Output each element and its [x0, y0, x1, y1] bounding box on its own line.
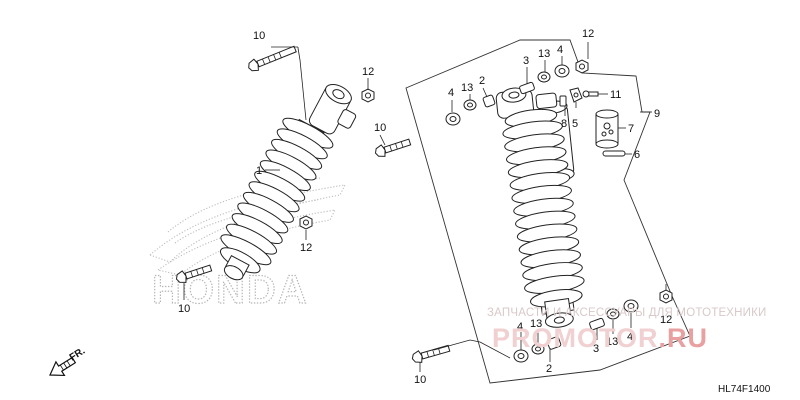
- callout-4-bottom-right: 4: [627, 331, 633, 343]
- callout-12-bottom-right: 12: [660, 314, 672, 326]
- diagram-code: HL74F1400: [718, 384, 771, 395]
- bolt-mid-left: [374, 138, 412, 157]
- callout-1: 1: [256, 165, 262, 177]
- front-arrow: FR.: [49, 346, 87, 377]
- retainer: [569, 87, 583, 103]
- bottom-spacer: [546, 336, 562, 350]
- callout-9: 9: [654, 108, 660, 120]
- nut-lower-left: [299, 215, 313, 230]
- callout-4-top-right: 4: [557, 44, 563, 56]
- bottom-washer-left: [513, 349, 529, 363]
- pin: [602, 150, 626, 157]
- top-dust-seal-right: [537, 71, 551, 83]
- watermark-logo-a: PRO: [492, 323, 554, 353]
- bottom-collar: [589, 317, 605, 331]
- callout-4-top: 4: [448, 87, 454, 99]
- callout-12-top-right: 12: [582, 28, 594, 40]
- nut-top-right: [575, 59, 589, 74]
- left-shock-assembly: [175, 45, 375, 283]
- bolt-bottom: [411, 344, 451, 363]
- top-dust-seal-left: [463, 99, 477, 111]
- nut-bottom-right: [659, 289, 673, 304]
- right-spring: [502, 108, 585, 328]
- callout-7: 7: [628, 123, 634, 135]
- callout-5: 5: [572, 118, 578, 130]
- bleed-screw: [582, 90, 599, 98]
- clip: [559, 95, 567, 107]
- callout-10-top: 10: [253, 30, 265, 42]
- right-shock-assembly: [374, 59, 673, 363]
- callout-4-bottom: 4: [517, 321, 523, 333]
- callout-13-top-left: 13: [461, 82, 473, 94]
- watermark-logo-b: MOTOR: [554, 323, 659, 353]
- watermark-tagline: ЗАПЧАСТИ И АКСЕССУАРЫ ДЛЯ МОТОТЕХНИКИ: [487, 307, 767, 319]
- callout-10-mid-left: 10: [374, 122, 386, 134]
- callout-13-bottom-right: 13: [606, 336, 618, 348]
- bottom-dust-seal-left: [531, 343, 545, 355]
- top-washer-left: [445, 112, 461, 126]
- left-spring: [219, 117, 334, 281]
- callout-11: 11: [610, 89, 621, 101]
- callout-3-top: 3: [523, 55, 529, 67]
- callout-10-bottom: 10: [414, 374, 426, 386]
- bolt-top-left: [248, 45, 297, 72]
- callout-13-top-right: 13: [538, 48, 550, 60]
- bearing-kit: [595, 109, 619, 149]
- callout-8: 8: [561, 118, 567, 130]
- top-spacer: [482, 94, 496, 108]
- callout-2-bottom: 2: [546, 363, 552, 375]
- callout-6: 6: [634, 149, 640, 161]
- bottom-dust-seal-right: [606, 308, 620, 320]
- callout-3-bottom: 3: [593, 343, 599, 355]
- callout-10-bottom-left: 10: [178, 303, 190, 315]
- nut-upper-left: [361, 88, 375, 103]
- watermark-logo: PROMOTOR.RU: [492, 323, 708, 353]
- top-collar: [519, 81, 535, 95]
- watermark-logo-c: .RU: [659, 323, 709, 353]
- callout-13-bottom-left: 13: [530, 318, 542, 330]
- top-washer-right: [554, 64, 570, 78]
- callout-12-upper-left: 12: [362, 66, 374, 78]
- bolt-bottom-left: [175, 264, 213, 283]
- bottom-washer-right: [623, 299, 639, 313]
- callout-2-top: 2: [479, 75, 485, 87]
- callout-12-lower-left: 12: [300, 242, 312, 254]
